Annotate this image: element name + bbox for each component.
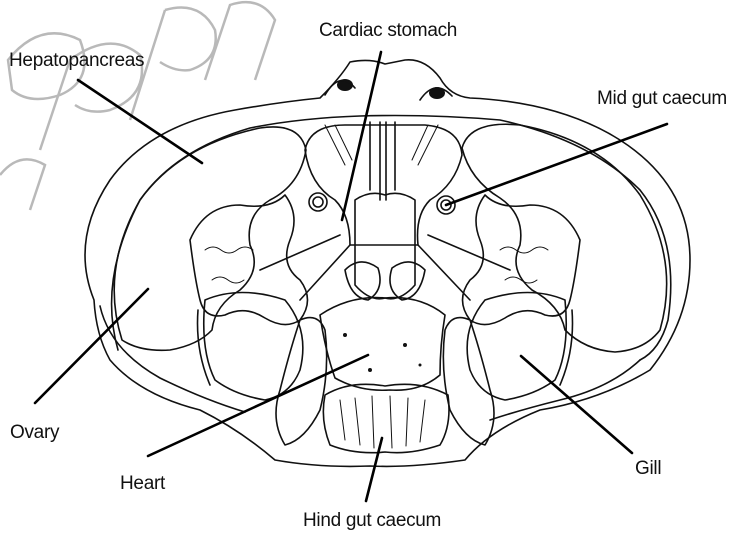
carapace-outline xyxy=(85,60,690,467)
watermark xyxy=(0,2,275,210)
leader-gill xyxy=(521,356,632,453)
hepatopancreas-right xyxy=(462,124,667,352)
leader-ovary xyxy=(35,289,148,403)
hepatopancreas-left xyxy=(114,127,306,350)
label-cardiac-stomach: Cardiac stomach xyxy=(319,20,457,41)
leader-mid-gut-caecum xyxy=(446,124,667,205)
label-hepatopancreas: Hepatopancreas xyxy=(9,50,144,71)
label-mid-gut-caecum: Mid gut caecum xyxy=(597,88,727,109)
heart xyxy=(320,298,445,391)
cardiac-stomach xyxy=(305,125,462,245)
leader-cardiac-stomach xyxy=(342,52,381,220)
labels: Cardiac stomach Hepatopancreas Mid gut c… xyxy=(9,20,727,531)
gill-left xyxy=(204,293,303,401)
label-heart: Heart xyxy=(120,473,166,494)
label-hind-gut-caecum: Hind gut caecum xyxy=(303,510,441,531)
mid-gut-caecum xyxy=(309,193,455,214)
crab-body-illustration xyxy=(85,60,690,467)
label-ovary: Ovary xyxy=(10,422,60,443)
label-gill: Gill xyxy=(635,458,661,479)
leader-heart xyxy=(148,355,368,456)
